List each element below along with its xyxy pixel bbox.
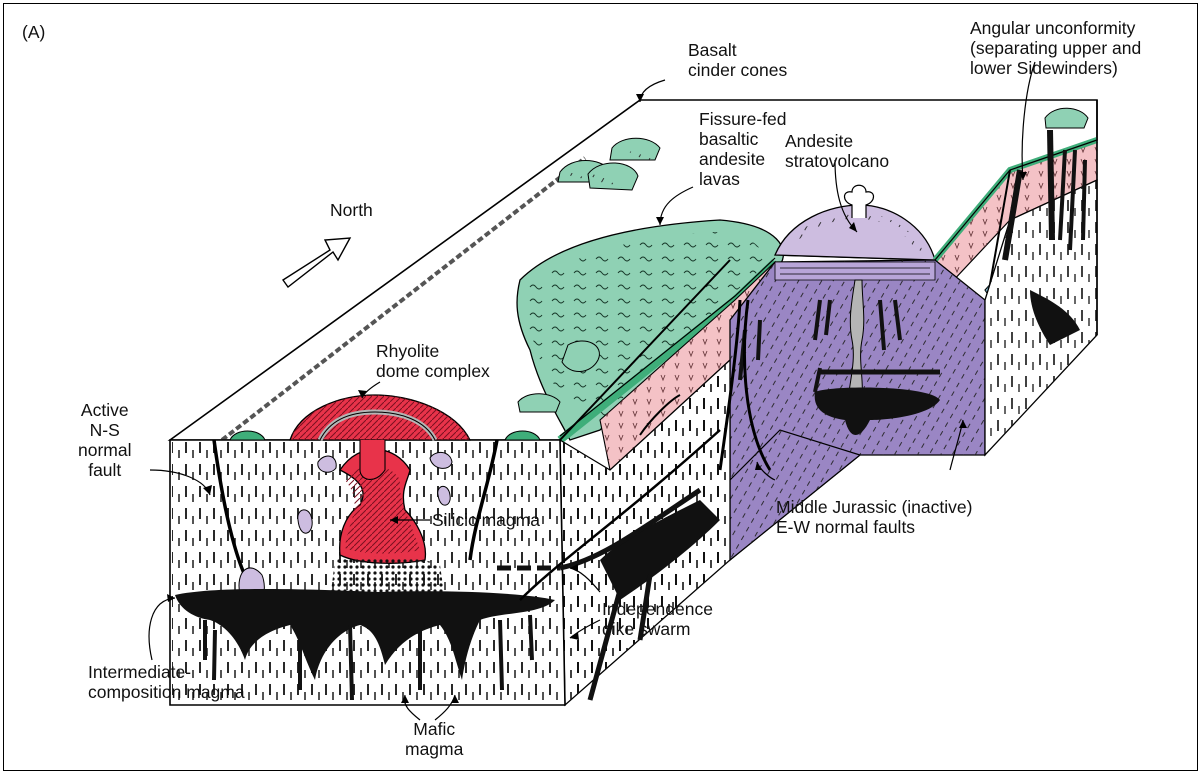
active-fault-label: Active N-S normal fault <box>78 400 132 480</box>
basalt-cinder-cones-label: Basalt cinder cones <box>688 40 787 80</box>
stratovolcano-label: Andesite stratovolcano <box>785 131 889 171</box>
mafic-magma-label: Mafic magma <box>405 719 463 759</box>
panel-label: (A) <box>22 22 45 42</box>
jurassic-faults-label: Middle Jurassic (inactive) E-W normal fa… <box>776 497 972 537</box>
fissure-lavas-label: Fissure-fed basaltic andesite lavas <box>699 109 787 189</box>
silicic-magma-label: Silicic magma <box>432 510 540 530</box>
rhyolite-dome-label: Rhyolite dome complex <box>376 341 490 381</box>
angular-unconformity-label: Angular unconformity (separating upper a… <box>970 18 1141 78</box>
intermediate-magma-label: Intermediate- composition magma <box>88 662 245 702</box>
north-arrow-icon <box>283 238 350 287</box>
independence-dikes-label: Independence dike swarm <box>602 599 713 639</box>
north-label: North <box>330 200 373 220</box>
